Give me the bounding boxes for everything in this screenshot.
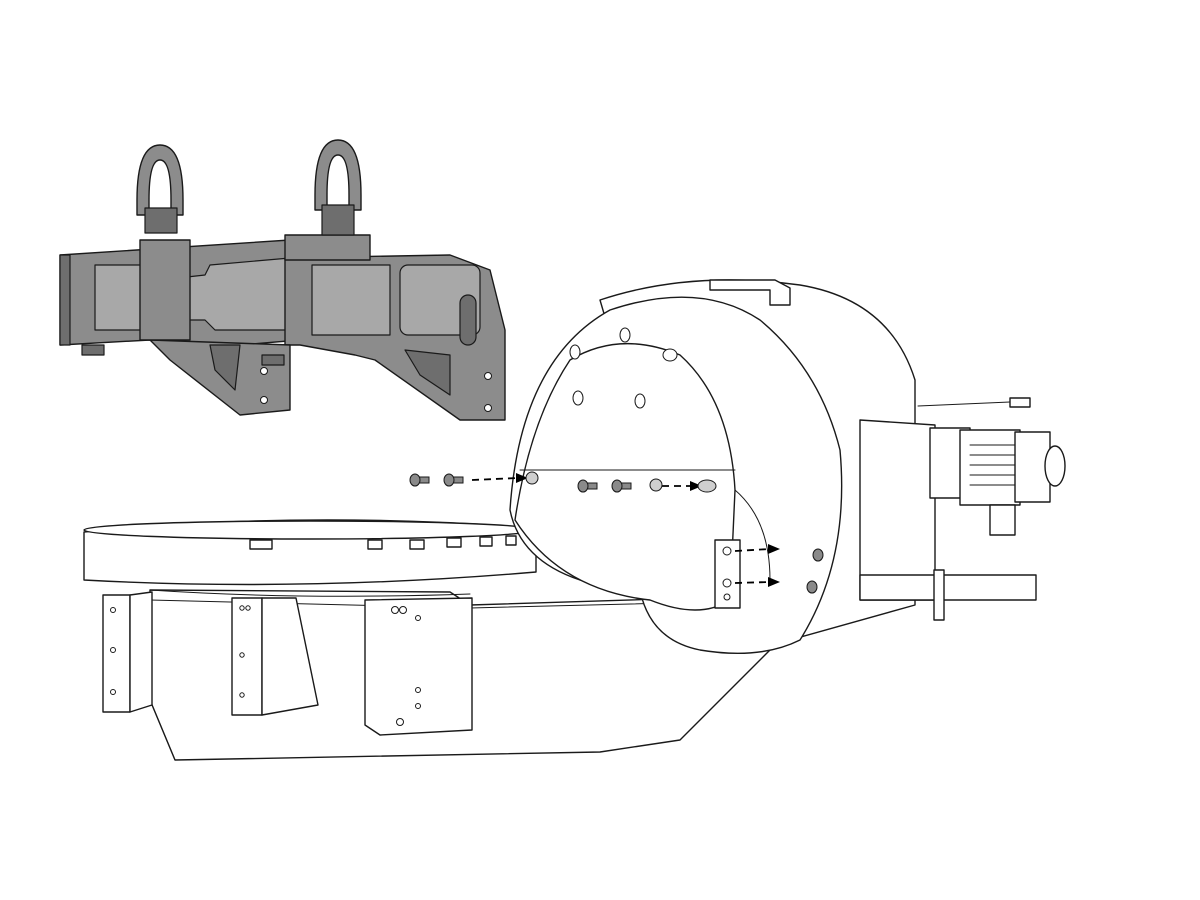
target-hole bbox=[697, 479, 717, 493]
arrow-1 bbox=[471, 473, 528, 483]
target-hole bbox=[525, 471, 539, 485]
screw-6 bbox=[806, 580, 818, 594]
screw-3 bbox=[577, 479, 598, 493]
screw-4 bbox=[611, 479, 632, 493]
tilt-housing bbox=[509, 279, 1066, 655]
screw-2 bbox=[443, 473, 464, 487]
positioner-base bbox=[102, 589, 791, 761]
arrow-3 bbox=[734, 544, 780, 554]
screw-5 bbox=[812, 548, 824, 562]
screw-1 bbox=[409, 473, 430, 487]
lifting-beam bbox=[59, 139, 506, 421]
eye-bolt-right bbox=[314, 139, 362, 236]
mounting-screws bbox=[409, 473, 824, 594]
eye-bolt-left bbox=[136, 144, 184, 234]
turntable-bolts bbox=[249, 535, 517, 550]
drive-motor bbox=[917, 397, 1066, 536]
turntable bbox=[83, 519, 537, 597]
arrow-2 bbox=[662, 481, 702, 491]
target-hole bbox=[649, 478, 663, 492]
arrow-4 bbox=[734, 577, 780, 587]
assembly-arrows bbox=[471, 471, 780, 587]
